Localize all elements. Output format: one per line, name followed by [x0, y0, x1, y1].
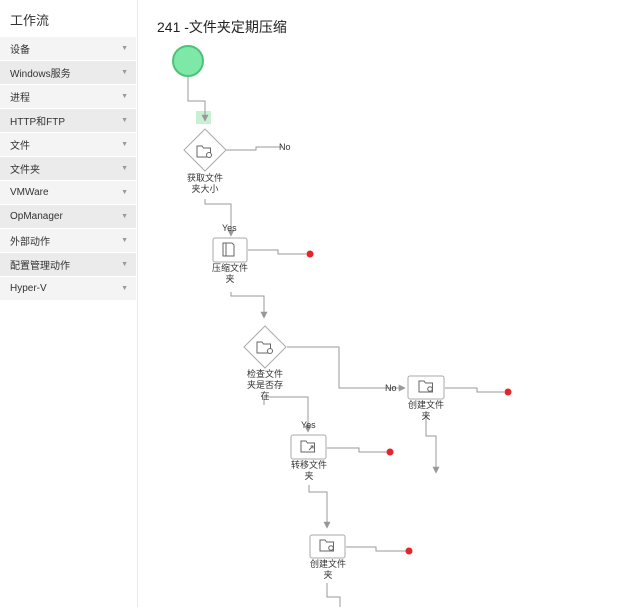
action-shape	[290, 434, 327, 460]
workflow-node-check-folder-exists[interactable]: 检查文件 夹是否存 在	[243, 325, 287, 401]
connector-n5-end	[327, 447, 387, 453]
chevron-down-icon: ▼	[121, 285, 128, 292]
sidebar-item-vmware[interactable]: VMWare ▼	[0, 181, 136, 204]
action-shape	[309, 534, 346, 559]
node-label-line: 转移文件	[291, 459, 327, 470]
sidebar-item-external-actions[interactable]: 外部动作 ▼	[0, 229, 136, 252]
connector-n3-no	[287, 346, 406, 392]
sidebar-title: 工作流	[10, 13, 50, 28]
node-label-line: 夹	[304, 470, 313, 481]
sidebar-item-label: Windows服务	[10, 69, 71, 80]
connector-n4-down	[425, 413, 440, 474]
sidebar-item-processes[interactable]: 进程 ▼	[0, 85, 136, 108]
folder-add-icon	[418, 380, 433, 393]
compress-file-icon	[222, 242, 235, 257]
connector-n1-no	[226, 146, 282, 151]
node-label-line: 创建文件	[408, 399, 444, 410]
workflow-node-create-folder[interactable]: 创建文件 夹	[309, 534, 346, 580]
folder-add-icon	[319, 539, 334, 552]
page-title: 241 -文件夹定期压缩	[157, 19, 287, 35]
connector-lines	[187, 77, 504, 607]
end-node[interactable]	[405, 547, 413, 555]
workflow-node-create-folder[interactable]: 创建文件 夹	[407, 375, 445, 421]
edge-label-no: No	[279, 142, 291, 152]
node-label-line: 检查文件	[247, 368, 283, 379]
folder-info-icon	[196, 145, 212, 158]
sidebar-item-devices[interactable]: 设备 ▼	[0, 37, 136, 60]
action-shape	[212, 237, 248, 263]
node-label-line: 夹是否存	[247, 379, 283, 390]
node-label-line: 夹	[421, 410, 430, 421]
connector-n3-yes	[263, 396, 312, 433]
connector-n4-end	[445, 387, 504, 393]
sidebar-item-label: 设备	[10, 45, 30, 56]
sidebar-item-config-actions[interactable]: 配置管理动作 ▼	[0, 253, 136, 276]
node-label-line: 压缩文件	[212, 262, 248, 273]
decision-shape	[243, 325, 287, 369]
workflow-node-compress-folder[interactable]: 压缩文件 夹	[212, 237, 248, 284]
edge-label-no: No	[385, 383, 397, 393]
sidebar-item-http-ftp[interactable]: HTTP和FTP ▼	[0, 109, 136, 132]
workflow-sidebar: 工作流 设备 ▼ Windows服务 ▼ 进程 ▼ HTTP和FTP ▼ 文件 ▼ 文件夹…	[0, 0, 138, 607]
sidebar-item-label: VMWare	[10, 187, 49, 198]
sidebar-item-label: 文件	[10, 141, 30, 152]
folder-move-icon	[300, 440, 315, 453]
node-label-line: 夹	[225, 273, 234, 284]
node-label-line: 创建文件	[310, 558, 346, 569]
chevron-down-icon: ▼	[121, 93, 128, 100]
connector-n6-end	[346, 546, 406, 552]
end-node[interactable]	[504, 388, 512, 396]
sidebar-item-windows-services[interactable]: Windows服务 ▼	[0, 61, 136, 84]
sidebar-item-hyper-v[interactable]: Hyper-V ▼	[0, 277, 136, 300]
workflow-node-get-folder-size[interactable]: 获取文件 夹大小	[183, 128, 227, 194]
chevron-down-icon: ▼	[121, 189, 128, 196]
action-shape	[407, 375, 445, 400]
chevron-down-icon: ▼	[121, 69, 128, 76]
chevron-down-icon: ▼	[121, 237, 128, 244]
connector-start-n1	[187, 77, 209, 122]
connector-n2-n3	[230, 292, 268, 319]
chevron-down-icon: ▼	[121, 45, 128, 52]
chevron-down-icon: ▼	[121, 261, 128, 268]
sidebar-item-label: 文件夹	[10, 165, 40, 176]
connector-n6-down	[326, 583, 341, 607]
node-label-line: 获取文件	[187, 172, 223, 183]
connector-n5-n6	[308, 485, 331, 529]
end-node[interactable]	[386, 448, 394, 456]
edge-label-yes: Yes	[301, 420, 316, 430]
node-label-line: 夹	[323, 569, 332, 580]
workflow-node-move-folder[interactable]: 转移文件 夹	[290, 434, 327, 481]
end-node[interactable]	[306, 250, 314, 258]
edge-label-yes: Yes	[222, 223, 237, 233]
sidebar-item-label: 外部动作	[10, 237, 50, 248]
connector-n1-yes	[204, 199, 235, 237]
start-anchor	[196, 111, 211, 124]
chevron-down-icon: ▼	[121, 117, 128, 124]
chevron-down-icon: ▼	[121, 213, 128, 220]
folder-check-icon	[256, 341, 273, 354]
sidebar-item-folder[interactable]: 文件夹 ▼	[0, 157, 136, 180]
sidebar-item-opmanager[interactable]: OpManager ▼	[0, 205, 136, 228]
sidebar-item-label: Hyper-V	[10, 283, 47, 294]
sidebar-item-label: 进程	[10, 93, 30, 104]
connector-n2-end	[248, 249, 306, 255]
sidebar-item-label: HTTP和FTP	[10, 117, 65, 128]
chevron-down-icon: ▼	[121, 141, 128, 148]
sidebar-item-label: OpManager	[10, 211, 63, 222]
node-label-line: 在	[260, 390, 269, 401]
sidebar-item-file[interactable]: 文件 ▼	[0, 133, 136, 156]
node-label-line: 夹大小	[191, 183, 218, 194]
sidebar-category-list: 设备 ▼ Windows服务 ▼ 进程 ▼ HTTP和FTP ▼ 文件 ▼ 文件夹 ▼ VM…	[0, 37, 136, 301]
decision-shape	[183, 128, 227, 172]
sidebar-item-label: 配置管理动作	[10, 261, 70, 272]
start-node[interactable]	[172, 45, 204, 77]
workflow-canvas	[138, 0, 630, 607]
chevron-down-icon: ▼	[121, 165, 128, 172]
